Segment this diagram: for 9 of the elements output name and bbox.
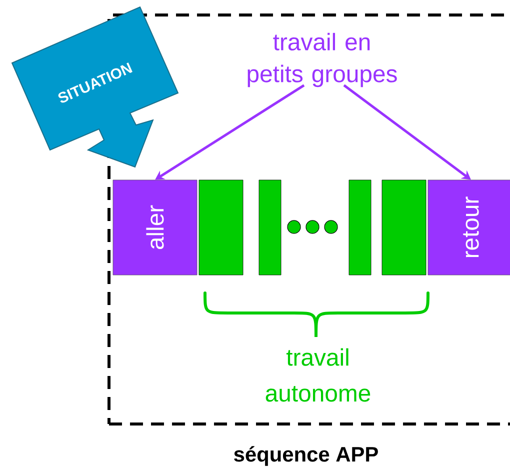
work-bar bbox=[198, 180, 244, 276]
phase-box: aller bbox=[112, 180, 198, 276]
brace-label: travail autonome bbox=[266, 348, 370, 402]
group-work-text: travail en petits groupes bbox=[248, 32, 397, 88]
phase-box: retour bbox=[428, 180, 510, 276]
work-bar bbox=[382, 180, 426, 276]
work-bar bbox=[348, 180, 372, 276]
frame-title: séquence APP bbox=[234, 446, 378, 466]
work-bar bbox=[258, 180, 282, 276]
